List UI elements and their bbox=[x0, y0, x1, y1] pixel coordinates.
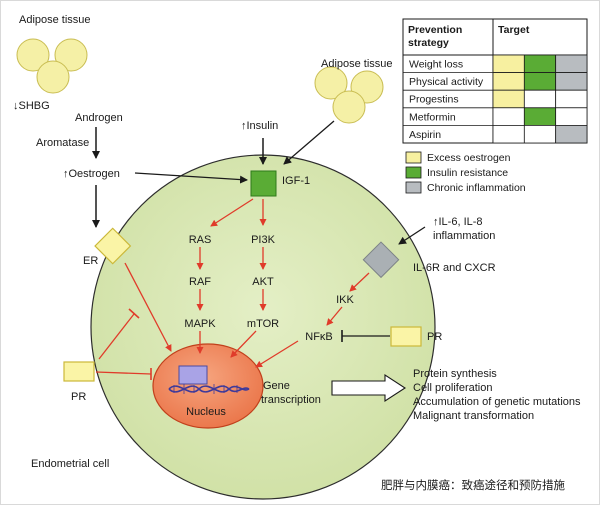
il6r-cxcr-label: IL-6R and CXCR bbox=[413, 262, 496, 274]
table-target-cell bbox=[523, 107, 557, 126]
table-header-target: Target bbox=[498, 24, 530, 36]
shbg-label: ↓SHBG bbox=[13, 100, 50, 112]
aromatase-label: Aromatase bbox=[36, 137, 89, 149]
legend-label: Chronic inflammation bbox=[427, 182, 526, 194]
pi3k-label: PI3K bbox=[251, 234, 276, 246]
table-row-label: Metformin bbox=[409, 111, 456, 123]
mtor-label: mTOR bbox=[247, 318, 279, 330]
pr-left-label: PR bbox=[71, 391, 86, 403]
nucleus-label: Nucleus bbox=[186, 406, 226, 418]
inhibit-pr-er bbox=[98, 308, 140, 360]
table-row-label: Progestins bbox=[409, 94, 459, 106]
table-target-cell bbox=[555, 89, 588, 109]
adipose-cluster-left bbox=[16, 38, 88, 94]
caption-text: 肥胖与内膜癌：致癌途径和预防措施 bbox=[381, 478, 565, 492]
outcome-item: Cell proliferation bbox=[413, 382, 492, 394]
table-target-cell bbox=[555, 54, 588, 74]
igf1-label: IGF-1 bbox=[282, 175, 310, 187]
igf1-receptor bbox=[250, 170, 277, 197]
adipose-tissue-right-label: Adipose tissue bbox=[321, 58, 393, 70]
legend-swatch-inflammation bbox=[405, 181, 422, 194]
arrow-igf1-ras bbox=[210, 198, 254, 227]
legend: Excess oestrogen Insulin resistance Chro… bbox=[405, 151, 526, 194]
gene-line2-label: transcription bbox=[261, 394, 321, 406]
legend-label: Excess oestrogen bbox=[427, 152, 511, 164]
table-target-cell bbox=[492, 125, 525, 144]
table-target-cell bbox=[492, 54, 525, 74]
table-target-cell bbox=[492, 107, 525, 126]
inhibit-pr-nucleus bbox=[95, 368, 152, 380]
pr-receptor-left bbox=[63, 361, 95, 382]
il-line1-label: ↑IL-6, IL-8 bbox=[433, 216, 483, 228]
arrow-receptor-ikk bbox=[349, 272, 370, 292]
il-line2-label: inflammation bbox=[433, 230, 495, 242]
table-target-cell bbox=[492, 89, 525, 109]
prevention-table: Prevention strategy Target Weight lossPh… bbox=[402, 18, 588, 144]
outcome-item: Protein synthesis bbox=[413, 368, 497, 380]
table-target-cell bbox=[523, 72, 557, 91]
arrow-er-nucleus bbox=[124, 262, 172, 352]
arrow-oestrogen-igf1 bbox=[134, 172, 248, 184]
nfkb-label: NFκB bbox=[305, 331, 333, 343]
legend-label: Insulin resistance bbox=[427, 167, 508, 179]
mapk-label: MAPK bbox=[184, 318, 216, 330]
inhibit-pr-nfkb bbox=[341, 330, 390, 342]
pr-receptor-right bbox=[390, 326, 422, 347]
akt-label: AKT bbox=[252, 276, 274, 288]
table-target-cell bbox=[523, 54, 557, 74]
table-header-strategy: strategy bbox=[408, 37, 449, 49]
arrow-nfkb-nucleus bbox=[255, 340, 299, 368]
arrow-ikk-nfkb bbox=[326, 306, 343, 326]
adipose-tissue-left-label: Adipose tissue bbox=[19, 14, 91, 26]
insulin-label: ↑Insulin bbox=[241, 120, 278, 132]
pr-right-label: PR bbox=[427, 331, 442, 343]
dna-icon bbox=[168, 365, 250, 394]
ikk-label: IKK bbox=[336, 294, 354, 306]
table-target-cell bbox=[523, 89, 557, 109]
androgen-label: Androgen bbox=[75, 112, 123, 124]
er-label: ER bbox=[83, 255, 98, 267]
table-target-cell bbox=[555, 125, 588, 144]
table-row-label: Aspirin bbox=[409, 129, 441, 141]
table-header-strategy: Prevention bbox=[408, 24, 462, 36]
table-row-label: Physical activity bbox=[409, 76, 484, 88]
table-target-cell bbox=[492, 72, 525, 91]
oestrogen-label: ↑Oestrogen bbox=[63, 168, 120, 180]
adipose-cluster-right bbox=[314, 66, 384, 124]
er-receptor bbox=[94, 227, 132, 265]
legend-swatch-insulin bbox=[405, 166, 422, 179]
endometrial-cell-label: Endometrial cell bbox=[31, 458, 109, 470]
arrow-mtor-nucleus bbox=[230, 330, 257, 358]
table-target-cell bbox=[555, 107, 588, 126]
ras-label: RAS bbox=[189, 234, 212, 246]
gene-line1-label: Gene bbox=[263, 380, 290, 392]
outcome-block-arrow bbox=[331, 373, 407, 403]
legend-swatch-oestrogen bbox=[405, 151, 422, 164]
outcome-item: Malignant transformation bbox=[413, 410, 534, 422]
outcome-item: Accumulation of genetic mutations bbox=[413, 396, 581, 408]
il6r-receptor bbox=[362, 241, 400, 279]
raf-label: RAF bbox=[189, 276, 211, 288]
arrow-adipose-igf1 bbox=[283, 120, 335, 165]
table-target-cell bbox=[555, 72, 588, 91]
table-target-cell bbox=[523, 125, 557, 144]
table-row-label: Weight loss bbox=[409, 59, 463, 71]
arrow-il-receptor bbox=[398, 226, 426, 245]
